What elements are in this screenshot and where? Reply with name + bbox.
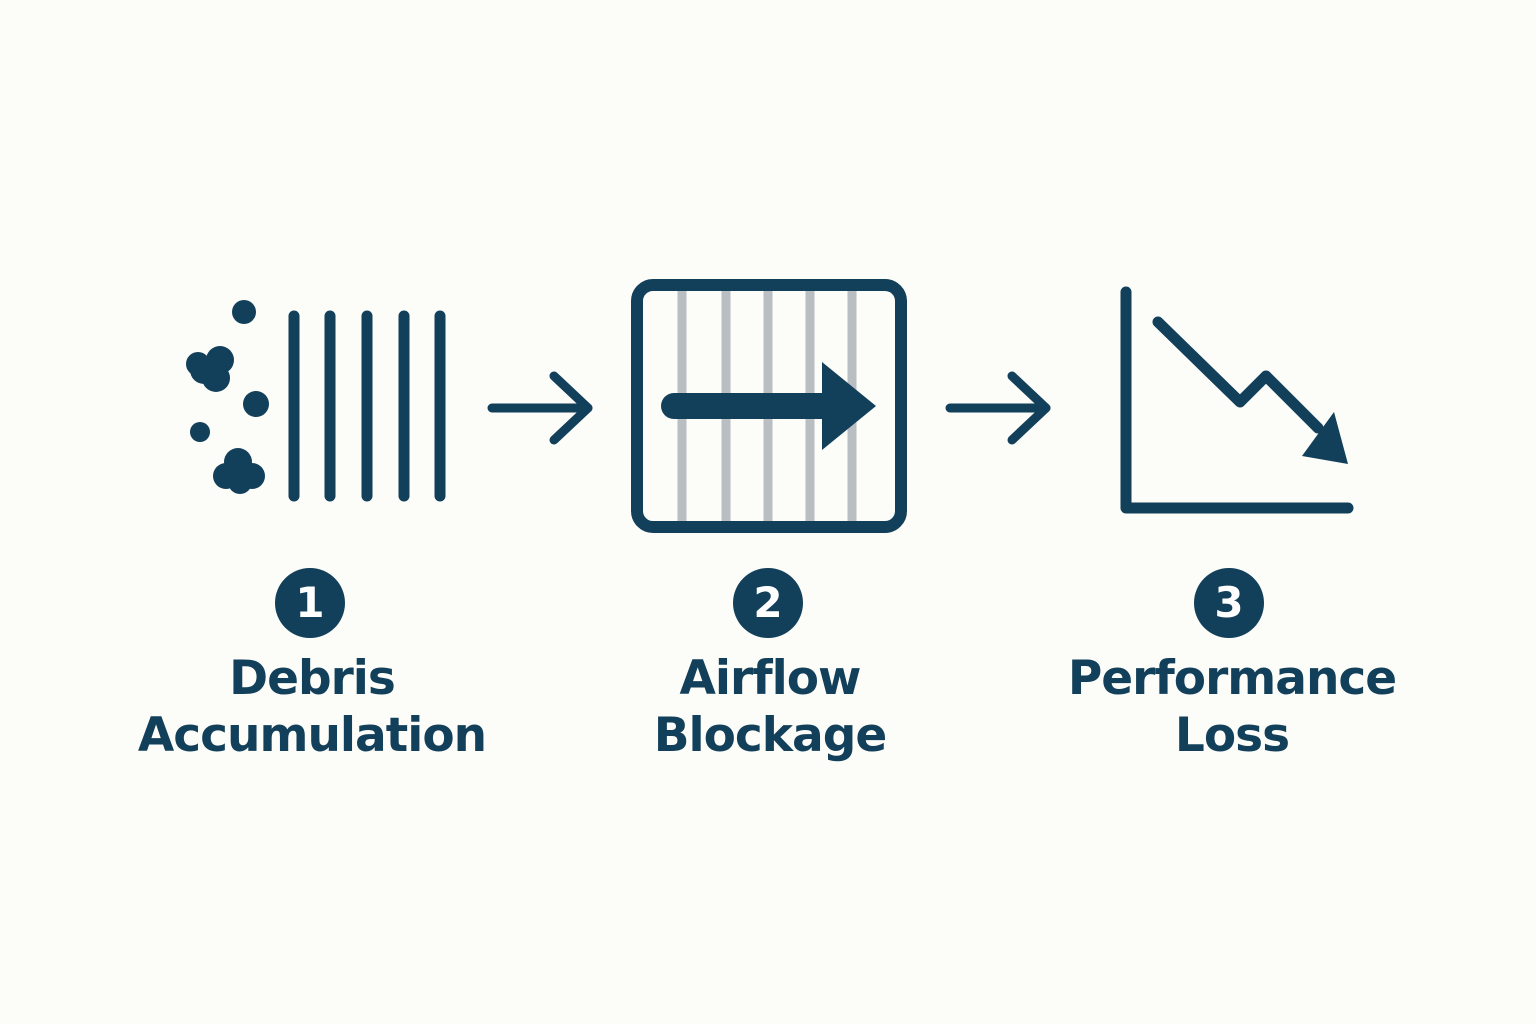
- debris-filter-icon: [186, 300, 446, 502]
- blocked-airflow-icon: [631, 279, 907, 533]
- step-number-badge: 1: [275, 568, 345, 638]
- step-title: Debris Accumulation: [112, 650, 512, 764]
- step-title-line: Accumulation: [137, 708, 487, 763]
- step-title: Performance Loss: [1032, 650, 1432, 764]
- right-arrow-icon: [487, 371, 593, 445]
- step-title-line: Blockage: [653, 708, 888, 763]
- step-title-line: Loss: [1174, 708, 1290, 763]
- step-number-badge: 2: [733, 568, 803, 638]
- right-arrow-icon: [945, 371, 1051, 445]
- step-title-line: Debris: [229, 651, 396, 706]
- declining-chart-icon: [1120, 286, 1354, 514]
- step-title-line: Airflow: [679, 651, 862, 706]
- step-title-line: Performance: [1067, 651, 1397, 706]
- step-number-badge: 3: [1194, 568, 1264, 638]
- step-title: Airflow Blockage: [570, 650, 970, 764]
